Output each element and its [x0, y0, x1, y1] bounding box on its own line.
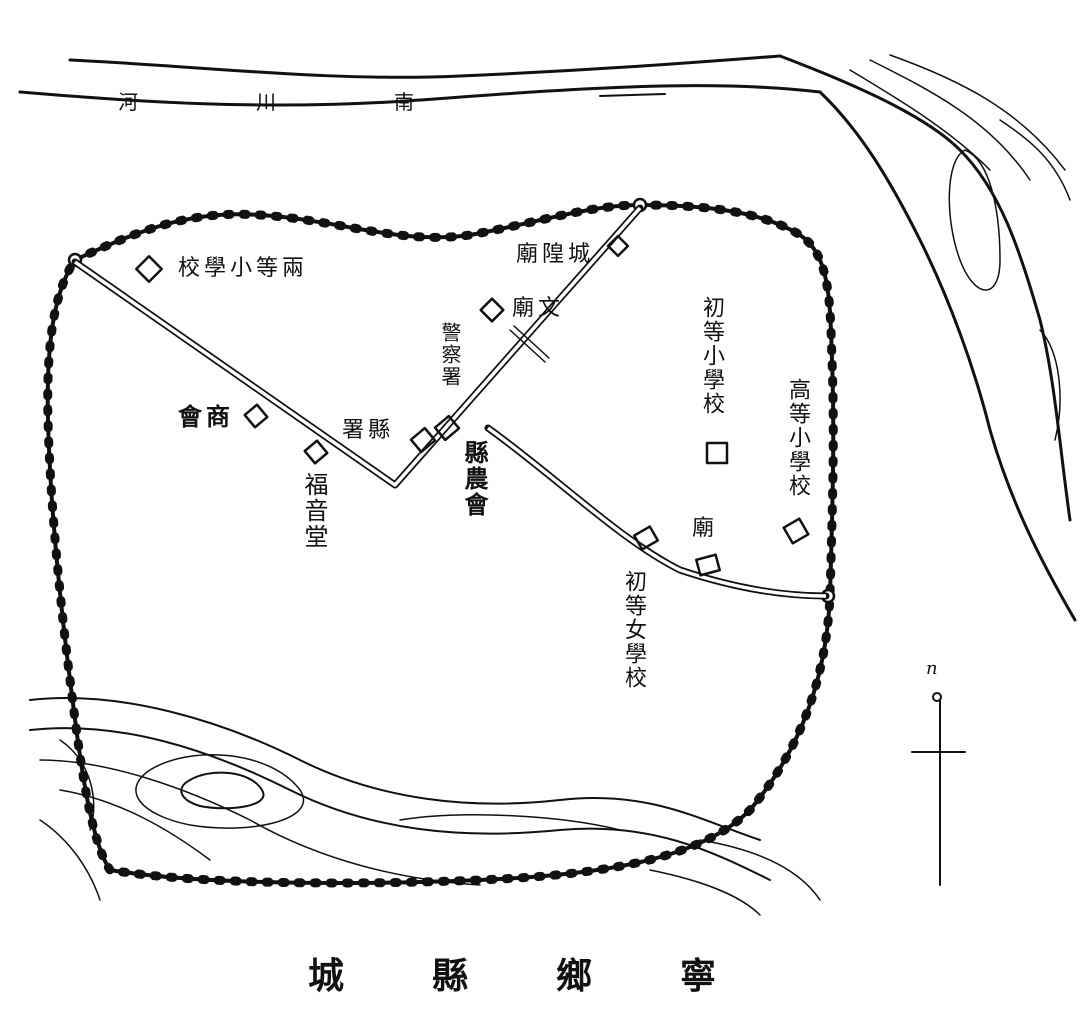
chamber-of-commerce-marker	[243, 403, 269, 429]
county-office-label: 署縣	[342, 418, 395, 443]
river-label: 河川南	[118, 90, 532, 114]
wen-temple-label: 廟文	[512, 296, 565, 321]
chamber-of-commerce-label: 會商	[178, 402, 234, 431]
gospel-hall-label: 福音堂	[300, 472, 328, 550]
wen-temple-marker	[479, 297, 505, 323]
farmers-association-label: 縣農會	[460, 440, 489, 518]
buildings	[135, 234, 810, 577]
chudeng-school-marker	[705, 441, 729, 465]
police-office-marker	[433, 414, 461, 442]
compass	[911, 692, 966, 886]
map-title: 城縣鄉寧	[308, 955, 805, 997]
temple-marker	[695, 553, 721, 577]
county-office-marker	[409, 426, 437, 454]
north-symbol: n	[926, 658, 938, 679]
chudeng-school-label: 初等小學校	[699, 296, 724, 416]
gospel-hall-marker	[303, 439, 329, 465]
police-office-label: 警察署	[438, 322, 462, 388]
gaodeng-school-label: 高等小學校	[785, 378, 810, 498]
girls-school-label: 初等女學校	[621, 570, 646, 690]
chenghuang-temple-label: 廟隍城	[516, 242, 595, 267]
river-bottom	[29, 697, 821, 916]
temple-label: 廟	[692, 516, 719, 541]
streets	[71, 204, 830, 600]
river-top	[18, 54, 1077, 622]
liangdeng-school-label: 校學小等兩	[178, 256, 309, 281]
chenghuang-temple-marker	[606, 234, 630, 258]
liangdeng-school-marker	[135, 255, 163, 283]
gaodeng-school-marker	[782, 517, 810, 545]
girls-school-marker	[632, 525, 660, 551]
